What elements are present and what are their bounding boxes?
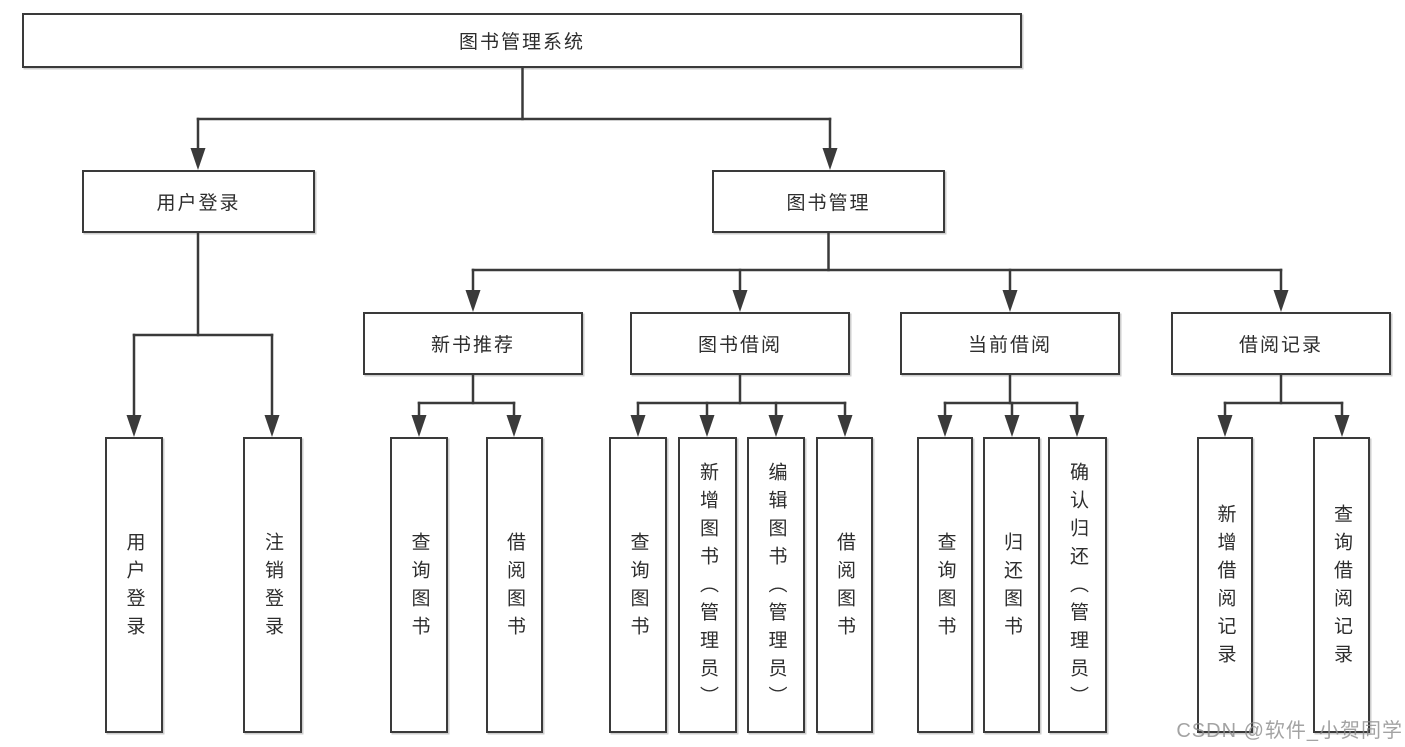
leaf-add-book-admin: 新增图书（管理员）	[678, 437, 737, 733]
leaf-user-login: 用户登录	[105, 437, 163, 733]
node-new-book-recommend: 新书推荐	[363, 312, 583, 375]
leaf-logout: 注销登录	[243, 437, 302, 733]
node-user-login: 用户登录	[82, 170, 315, 233]
arrowhead-icons	[126, 148, 1350, 437]
leaf-query-borrow-record: 查询借阅记录	[1313, 437, 1370, 733]
leaf-add-borrow-record: 新增借阅记录	[1197, 437, 1253, 733]
leaf-borrow-books-recommend: 借阅图书	[486, 437, 543, 733]
node-book-borrow: 图书借阅	[630, 312, 850, 375]
leaf-return-book: 归还图书	[983, 437, 1040, 733]
node-library-management-system: 图书管理系统	[22, 13, 1022, 68]
node-current-borrow: 当前借阅	[900, 312, 1120, 375]
leaf-confirm-return-admin: 确认归还（管理员）	[1048, 437, 1107, 733]
leaf-borrow-books: 借阅图书	[816, 437, 873, 733]
leaf-query-books-borrow: 查询图书	[609, 437, 667, 733]
node-borrow-records: 借阅记录	[1171, 312, 1391, 375]
csdn-watermark: CSDN @软件_小贺同学	[1176, 720, 1403, 742]
leaf-query-books-current: 查询图书	[917, 437, 973, 733]
leaf-query-books-recommend: 查询图书	[390, 437, 448, 733]
node-book-management: 图书管理	[712, 170, 945, 233]
leaf-edit-book-admin: 编辑图书（管理员）	[747, 437, 805, 733]
